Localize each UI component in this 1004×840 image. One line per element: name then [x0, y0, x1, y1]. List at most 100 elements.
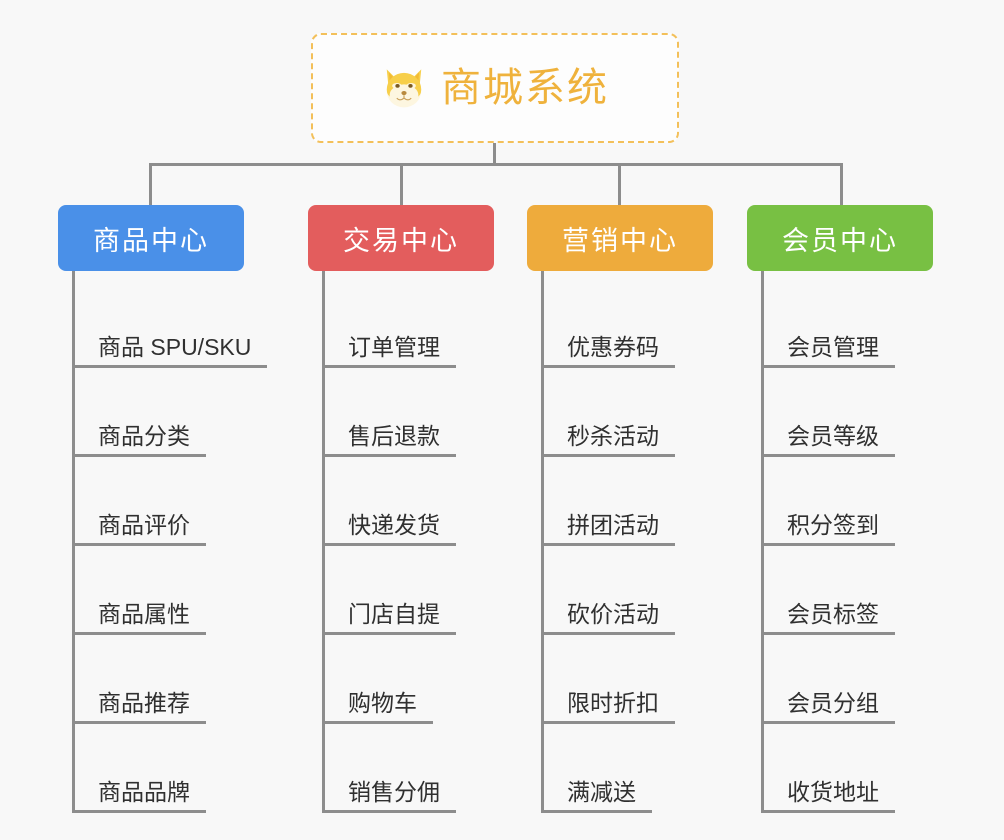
leaf-item-label: 购物车: [348, 689, 417, 716]
connector-drop-3: [618, 163, 621, 205]
leaf-item[interactable]: 限时折扣: [527, 635, 713, 724]
leaf-item[interactable]: 商品评价: [58, 457, 244, 546]
leaf-item-underline: 商品 SPU/SKU: [72, 333, 268, 368]
leaf-item[interactable]: 商品分类: [58, 368, 244, 457]
leaf-item-underline: 售后退款: [322, 422, 456, 457]
connector-drop-2: [400, 163, 403, 205]
leaf-item-label: 满减送: [567, 778, 636, 805]
leaf-item-underline: 商品评价: [72, 511, 206, 546]
leaf-item[interactable]: 积分签到: [747, 457, 933, 546]
leaf-item-underline: 快递发货: [322, 511, 456, 546]
leaf-item-label: 商品品牌: [98, 778, 190, 805]
leaf-item-underline: 限时折扣: [541, 689, 675, 724]
root-node[interactable]: 商城系统: [311, 33, 679, 143]
shiba-dog-icon: [386, 69, 422, 108]
leaf-item-underline: 订单管理: [322, 333, 456, 368]
leaf-item[interactable]: 商品推荐: [58, 635, 244, 724]
leaf-item[interactable]: 商品属性: [58, 546, 244, 635]
leaf-item[interactable]: 优惠券码: [527, 279, 713, 368]
leaf-item-underline: 会员分组: [761, 689, 895, 724]
leaf-list-2: 订单管理售后退款快递发货门店自提购物车销售分佣: [308, 271, 494, 813]
branch-header-2[interactable]: 交易中心: [308, 205, 494, 271]
leaf-item[interactable]: 售后退款: [308, 368, 494, 457]
leaf-item-label: 售后退款: [348, 422, 440, 449]
leaf-item[interactable]: 快递发货: [308, 457, 494, 546]
leaf-item-label: 商品推荐: [98, 689, 190, 716]
connector-root-stem: [493, 143, 496, 165]
leaf-item-underline: 秒杀活动: [541, 422, 675, 457]
leaf-item-underline: 砍价活动: [541, 600, 675, 635]
leaf-item-underline: 商品品牌: [72, 778, 206, 813]
leaf-item[interactable]: 会员标签: [747, 546, 933, 635]
branch-column-4: 会员中心会员管理会员等级积分签到会员标签会员分组收货地址: [747, 205, 933, 813]
leaf-item-label: 商品 SPU/SKU: [98, 333, 252, 360]
leaf-item-label: 门店自提: [348, 600, 440, 627]
leaf-item-label: 商品分类: [98, 422, 190, 449]
connector-horizontal-bus: [149, 163, 843, 166]
leaf-item[interactable]: 商品 SPU/SKU: [58, 279, 268, 368]
leaf-item[interactable]: 秒杀活动: [527, 368, 713, 457]
leaf-item-underline: 门店自提: [322, 600, 456, 635]
leaf-item-underline: 商品推荐: [72, 689, 206, 724]
leaf-list-4: 会员管理会员等级积分签到会员标签会员分组收货地址: [747, 271, 933, 813]
leaf-list-3: 优惠券码秒杀活动拼团活动砍价活动限时折扣满减送: [527, 271, 713, 813]
leaf-item-label: 秒杀活动: [567, 422, 659, 449]
branch-column-3: 营销中心优惠券码秒杀活动拼团活动砍价活动限时折扣满减送: [527, 205, 713, 813]
branch-header-label: 商品中心: [93, 225, 209, 256]
leaf-item[interactable]: 商品品牌: [58, 724, 244, 813]
leaf-spine: [761, 271, 764, 813]
leaf-item-underline: 拼团活动: [541, 511, 675, 546]
leaf-item[interactable]: 收货地址: [747, 724, 933, 813]
leaf-item-label: 会员等级: [787, 422, 879, 449]
leaf-item-underline: 销售分佣: [322, 778, 456, 813]
connector-drop-1: [149, 163, 152, 205]
leaf-item[interactable]: 销售分佣: [308, 724, 494, 813]
leaf-item-label: 商品评价: [98, 511, 190, 538]
leaf-item-label: 优惠券码: [567, 333, 659, 360]
leaf-item-label: 砍价活动: [567, 600, 659, 627]
branch-header-label: 会员中心: [782, 225, 898, 256]
leaf-item-label: 会员管理: [787, 333, 879, 360]
leaf-item[interactable]: 满减送: [527, 724, 713, 813]
leaf-item-underline: 满减送: [541, 778, 652, 813]
leaf-item[interactable]: 订单管理: [308, 279, 494, 368]
branch-header-3[interactable]: 营销中心: [527, 205, 713, 271]
leaf-item[interactable]: 购物车: [308, 635, 494, 724]
leaf-item-underline: 积分签到: [761, 511, 895, 546]
leaf-spine: [72, 271, 75, 813]
leaf-spine: [541, 271, 544, 813]
leaf-item-label: 积分签到: [787, 511, 879, 538]
leaf-item[interactable]: 砍价活动: [527, 546, 713, 635]
branch-header-4[interactable]: 会员中心: [747, 205, 933, 271]
leaf-spine: [322, 271, 325, 813]
branch-header-label: 交易中心: [343, 225, 459, 256]
leaf-item-underline: 会员等级: [761, 422, 895, 457]
leaf-item-label: 会员分组: [787, 689, 879, 716]
leaf-item-label: 拼团活动: [567, 511, 659, 538]
leaf-item-underline: 购物车: [322, 689, 433, 724]
leaf-item[interactable]: 门店自提: [308, 546, 494, 635]
leaf-item-underline: 会员管理: [761, 333, 895, 368]
branch-header-1[interactable]: 商品中心: [58, 205, 244, 271]
leaf-list-1: 商品 SPU/SKU 商品分类商品评价商品属性商品推荐商品品牌: [58, 271, 268, 813]
leaf-item[interactable]: 拼团活动: [527, 457, 713, 546]
leaf-item-label: 会员标签: [787, 600, 879, 627]
leaf-item[interactable]: 会员等级: [747, 368, 933, 457]
leaf-item-underline: 收货地址: [761, 779, 895, 813]
leaf-item-underline: 商品属性: [72, 600, 206, 635]
leaf-item-label: 销售分佣: [348, 778, 440, 805]
leaf-item-label: 限时折扣: [567, 689, 659, 716]
root-title: 商城系统: [441, 66, 609, 110]
leaf-item-label: 订单管理: [348, 333, 440, 360]
branch-column-2: 交易中心订单管理售后退款快递发货门店自提购物车销售分佣: [308, 205, 494, 813]
leaf-item-underline: 商品分类: [72, 422, 206, 457]
connector-drop-4: [840, 163, 843, 205]
leaf-item[interactable]: 会员管理: [747, 279, 933, 368]
leaf-item-underline: 会员标签: [761, 600, 895, 635]
leaf-item[interactable]: 会员分组: [747, 635, 933, 724]
branch-header-label: 营销中心: [562, 225, 678, 256]
leaf-item-label: 快递发货: [348, 511, 440, 538]
leaf-item-label: 商品属性: [98, 600, 190, 627]
branch-column-1: 商品中心商品 SPU/SKU 商品分类商品评价商品属性商品推荐商品品牌: [58, 205, 268, 813]
